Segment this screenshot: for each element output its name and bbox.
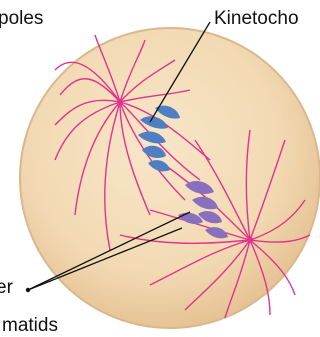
- label-sister-chromatids-line1: er: [0, 278, 13, 297]
- label-sister-chromatids-line2: matids: [2, 316, 58, 335]
- label-kinetochore: Kinetocho: [214, 9, 299, 28]
- leader-dot: [26, 288, 30, 292]
- cell-body: [20, 28, 320, 328]
- pole-lower: [247, 237, 253, 243]
- label-poles: poles: [0, 9, 43, 28]
- pole-upper: [117, 99, 123, 105]
